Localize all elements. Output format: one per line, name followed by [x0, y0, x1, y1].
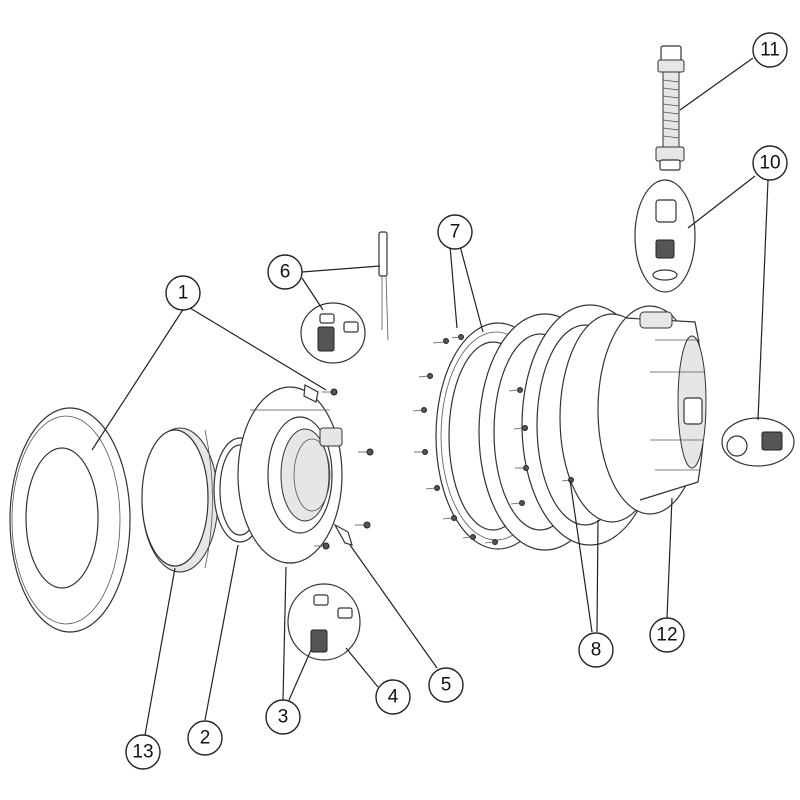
- part-trim-ring: [9, 407, 131, 633]
- part-lens-cover: [141, 427, 219, 573]
- callout-label: 8: [591, 640, 602, 661]
- callout-12: 12: [649, 617, 685, 653]
- callout-label: 6: [280, 262, 291, 283]
- part-niche-body: [597, 305, 707, 515]
- part-flexible-conduit: [655, 45, 685, 171]
- callout-label: 4: [388, 687, 399, 708]
- callout-13: 13: [125, 734, 161, 770]
- part-gaskets: [478, 304, 665, 551]
- callout-11: 11: [752, 32, 788, 68]
- flange-screws: [412, 334, 498, 545]
- callout-label: 2: [200, 728, 211, 749]
- callout-4: 4: [375, 679, 411, 715]
- housing-screws: [314, 388, 374, 550]
- callout-8: 8: [578, 632, 614, 668]
- callout-label: 7: [450, 222, 461, 243]
- callout-7: 7: [437, 214, 473, 250]
- callout-label: 10: [759, 153, 780, 174]
- part-cable-gland-bottom: [287, 583, 361, 661]
- callout-label: 5: [441, 675, 452, 696]
- part-fitting-side: [721, 417, 795, 467]
- callout-1: 1: [165, 275, 201, 311]
- part-cable-gland-top: [300, 231, 389, 364]
- callout-5: 5: [428, 667, 464, 703]
- part-clamp-clip: [303, 384, 353, 546]
- callout-2: 2: [187, 720, 223, 756]
- callout-3: 3: [265, 699, 301, 735]
- gasket-screws: [508, 387, 574, 506]
- callout-label: 13: [132, 742, 153, 763]
- callout-label: 12: [656, 625, 677, 646]
- part-fitting-top: [634, 179, 696, 293]
- part-lamp-housing: [237, 386, 343, 564]
- callout-label: 3: [278, 707, 289, 728]
- callout-label: 11: [760, 40, 780, 61]
- callout-6: 6: [267, 254, 303, 290]
- leader-lines: [91, 57, 769, 736]
- callout-10: 10: [752, 145, 788, 181]
- callout-label: 1: [178, 283, 189, 304]
